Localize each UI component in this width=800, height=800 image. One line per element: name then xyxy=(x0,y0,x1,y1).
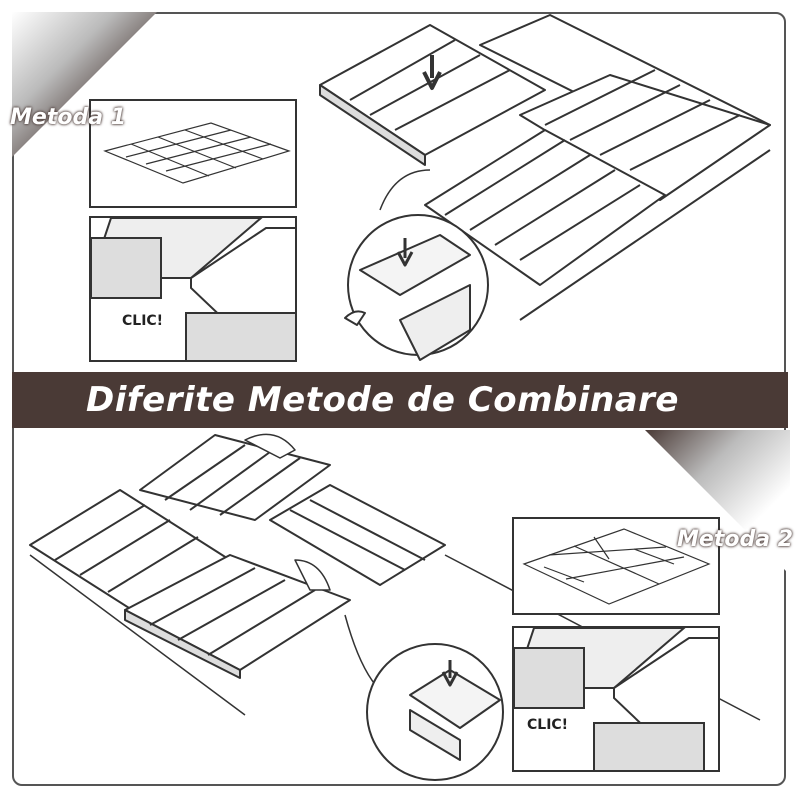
click-detail-bottom xyxy=(512,626,720,772)
method-2-label: Metoda 2 xyxy=(677,527,794,552)
layout-preview-parquet xyxy=(512,517,720,615)
bottom-magnifier xyxy=(344,614,504,781)
click-label-top: CLIC! xyxy=(122,313,164,329)
parquet-grid-diagram xyxy=(522,528,711,605)
top-magnifier xyxy=(344,169,489,361)
method-1-label: Metoda 1 xyxy=(10,105,127,130)
layout-preview-straight xyxy=(89,99,297,208)
click-joint-diagram-bottom xyxy=(514,628,718,770)
banner xyxy=(12,372,788,428)
click-detail-top xyxy=(89,216,297,362)
click-label-bottom: CLIC! xyxy=(527,717,569,733)
straight-grid-diagram xyxy=(103,122,291,184)
top-tiles xyxy=(319,14,771,321)
bottom-tiles xyxy=(29,433,761,721)
banner-title: Diferite Metode de Combinare xyxy=(86,380,679,420)
click-joint-diagram xyxy=(91,218,295,360)
